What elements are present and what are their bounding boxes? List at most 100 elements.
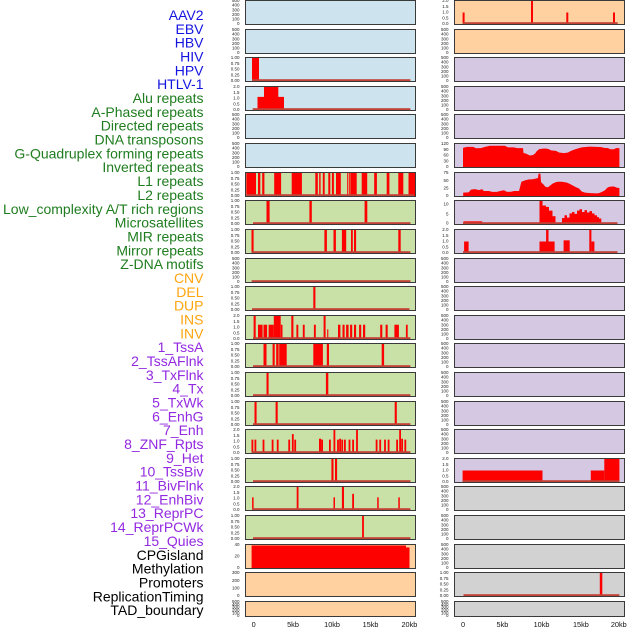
svg-text:400: 400: [232, 146, 240, 151]
svg-text:12_EnhBiv: 12_EnhBiv: [136, 491, 204, 507]
svg-text:0.50: 0.50: [231, 468, 240, 473]
svg-text:13_ReprPC: 13_ReprPC: [130, 505, 203, 521]
svg-text:5: 5: [446, 212, 449, 217]
svg-text:500: 500: [441, 313, 449, 318]
svg-text:100: 100: [441, 532, 449, 537]
svg-text:300: 300: [232, 121, 240, 126]
svg-text:10kb: 10kb: [324, 620, 340, 629]
svg-text:400: 400: [232, 32, 240, 37]
svg-text:2.0: 2.0: [233, 313, 240, 318]
svg-text:0.25: 0.25: [231, 387, 240, 392]
svg-text:100: 100: [232, 275, 240, 280]
svg-text:0: 0: [446, 307, 449, 312]
svg-text:1.0: 1.0: [233, 96, 240, 101]
svg-text:1.0: 1.0: [442, 468, 449, 473]
svg-text:1.5: 1.5: [233, 433, 240, 438]
svg-text:300: 300: [441, 551, 449, 556]
svg-text:300: 300: [441, 493, 449, 498]
svg-text:0: 0: [237, 565, 240, 570]
svg-text:300: 300: [441, 522, 449, 527]
svg-text:100: 100: [441, 303, 449, 308]
svg-text:200: 200: [441, 498, 449, 503]
svg-text:300: 300: [441, 408, 449, 413]
svg-text:300: 300: [441, 121, 449, 126]
svg-text:0: 0: [446, 507, 449, 512]
svg-text:200: 200: [232, 608, 240, 613]
svg-text:CPGisland: CPGisland: [137, 547, 204, 563]
svg-text:AAV2: AAV2: [169, 7, 204, 23]
svg-text:0.75: 0.75: [231, 176, 240, 181]
svg-text:500: 500: [441, 599, 449, 604]
svg-text:500: 500: [441, 542, 449, 547]
svg-text:200: 200: [232, 126, 240, 131]
svg-text:200: 200: [441, 556, 449, 561]
svg-text:1_TssA: 1_TssA: [158, 339, 205, 355]
svg-text:100: 100: [441, 332, 449, 337]
svg-text:400: 400: [441, 60, 449, 65]
svg-text:0.75: 0.75: [231, 519, 240, 524]
svg-text:400: 400: [232, 3, 240, 8]
svg-text:G-Quadruplex forming repeats: G-Quadruplex forming repeats: [14, 145, 203, 161]
svg-text:10_TssBiv: 10_TssBiv: [140, 464, 204, 480]
svg-text:0.25: 0.25: [231, 187, 240, 192]
svg-text:0.25: 0.25: [231, 244, 240, 249]
svg-text:HPV: HPV: [175, 62, 204, 78]
svg-text:0.75: 0.75: [440, 576, 449, 581]
svg-text:100: 100: [232, 610, 240, 615]
svg-text:0: 0: [446, 393, 449, 398]
svg-text:2.0: 2.0: [442, 456, 449, 461]
svg-text:200: 200: [441, 69, 449, 74]
svg-text:200: 200: [441, 327, 449, 332]
svg-text:1.00: 1.00: [231, 284, 240, 289]
svg-text:400: 400: [232, 602, 240, 607]
svg-text:400: 400: [441, 489, 449, 494]
svg-text:0: 0: [446, 279, 449, 284]
svg-text:0.5: 0.5: [233, 330, 240, 335]
svg-text:1.5: 1.5: [233, 90, 240, 95]
svg-text:300: 300: [232, 605, 240, 610]
svg-text:500: 500: [441, 513, 449, 518]
svg-text:400: 400: [441, 261, 449, 266]
svg-text:500: 500: [232, 256, 240, 261]
svg-text:100: 100: [441, 446, 449, 451]
svg-text:25: 25: [443, 185, 449, 190]
svg-text:0.0: 0.0: [442, 479, 449, 484]
svg-text:2.0: 2.0: [233, 427, 240, 432]
svg-text:1.0: 1.0: [233, 325, 240, 330]
svg-text:0.25: 0.25: [231, 358, 240, 363]
svg-text:0.00: 0.00: [440, 593, 449, 598]
svg-text:1.00: 1.00: [231, 341, 240, 346]
svg-text:300: 300: [232, 265, 240, 270]
svg-text:100: 100: [441, 610, 449, 615]
svg-text:DEL: DEL: [176, 284, 203, 300]
svg-text:200: 200: [441, 126, 449, 131]
svg-text:1.5: 1.5: [442, 4, 449, 9]
svg-text:1.5: 1.5: [442, 462, 449, 467]
svg-text:300: 300: [441, 93, 449, 98]
svg-text:0: 0: [446, 221, 449, 226]
svg-text:1.0: 1.0: [442, 10, 449, 15]
svg-text:400: 400: [232, 261, 240, 266]
svg-text:30: 30: [443, 158, 449, 163]
svg-text:0.00: 0.00: [231, 193, 240, 198]
svg-text:0.5: 0.5: [233, 101, 240, 106]
svg-text:90: 90: [443, 147, 449, 152]
svg-text:EBV: EBV: [175, 21, 204, 37]
svg-text:400: 400: [441, 32, 449, 37]
svg-text:0: 0: [237, 613, 240, 618]
svg-text:0.25: 0.25: [231, 72, 240, 77]
svg-text:0.50: 0.50: [231, 411, 240, 416]
svg-text:0.00: 0.00: [231, 422, 240, 427]
svg-text:0.50: 0.50: [231, 525, 240, 530]
svg-text:0: 0: [461, 620, 465, 629]
svg-text:200: 200: [232, 578, 240, 583]
svg-text:0.00: 0.00: [231, 364, 240, 369]
svg-text:300: 300: [441, 265, 449, 270]
svg-text:5kb: 5kb: [497, 620, 509, 629]
svg-text:0: 0: [446, 78, 449, 83]
svg-text:0.00: 0.00: [231, 250, 240, 255]
svg-text:0.50: 0.50: [231, 239, 240, 244]
svg-text:3_TxFlnk: 3_TxFlnk: [146, 367, 205, 383]
svg-text:0.25: 0.25: [231, 301, 240, 306]
svg-text:0.75: 0.75: [231, 204, 240, 209]
